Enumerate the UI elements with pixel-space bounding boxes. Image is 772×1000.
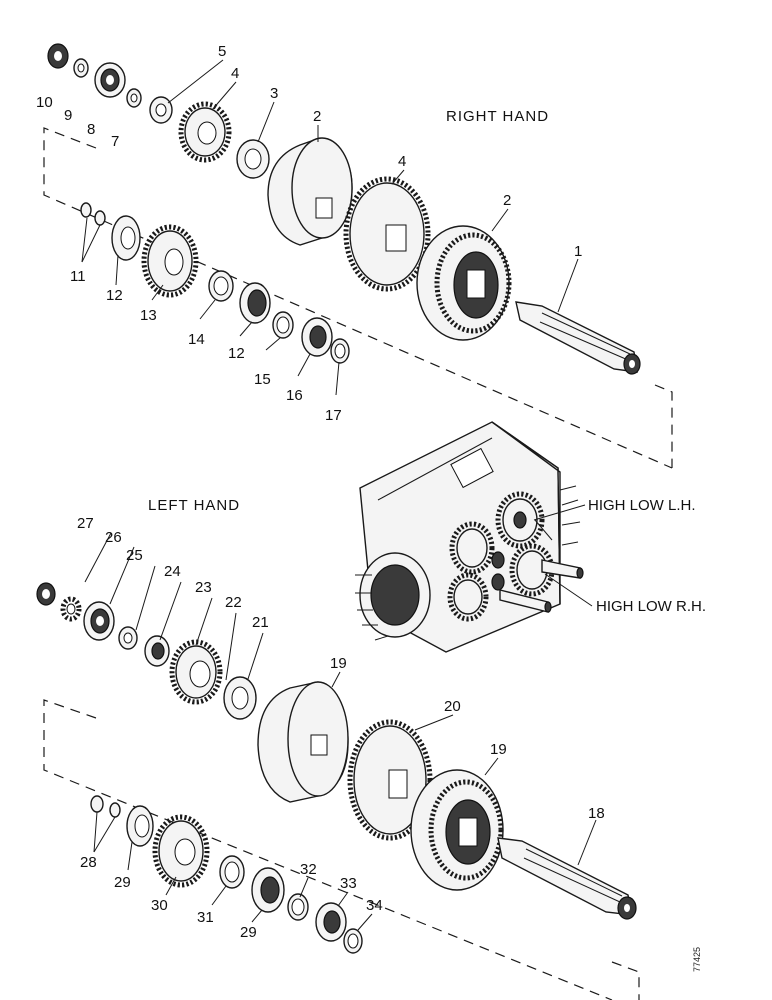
part-9-washer [73, 58, 89, 78]
part-label-16: 16 [286, 387, 303, 404]
part-32-washer [287, 893, 309, 921]
part-13-gear [141, 224, 199, 298]
part-label-20: 20 [444, 698, 461, 715]
part-8-bearing [94, 62, 126, 98]
gearbox-housing [355, 421, 593, 653]
part-15-washer [272, 311, 294, 339]
right-hand-heading: RIGHT HAND [446, 108, 549, 125]
part-26-lockwasher [60, 596, 82, 622]
part-label-27: 27 [77, 515, 94, 532]
right-hand-assembly [47, 43, 641, 375]
high-low-rh-callout: HIGH LOW R.H. [596, 598, 706, 615]
upper-dashed-guide [43, 127, 673, 469]
part-label-14: 14 [188, 331, 205, 348]
part-label-12b: 12 [228, 345, 245, 362]
left-hand-heading: LEFT HAND [148, 497, 240, 514]
part-label-26: 26 [105, 529, 122, 546]
part-label-25: 25 [126, 547, 143, 564]
part-label-18: 18 [588, 805, 605, 822]
part-29-bearing [126, 805, 154, 847]
reference-number: 77425 [692, 947, 702, 972]
part-6-bush [149, 96, 173, 124]
part-18-shaft [497, 837, 637, 920]
part-label-3: 4 [398, 153, 406, 170]
part-label-4: 3 [270, 85, 278, 102]
part-34-washer [343, 928, 363, 954]
part-33-bearing [315, 902, 347, 942]
part-label-2a: 2 [313, 108, 321, 125]
part-2-drum [267, 137, 353, 246]
part-label-19a: 19 [330, 655, 347, 672]
part-label-21: 21 [252, 614, 269, 631]
part-label-7: 7 [111, 133, 119, 150]
part-4-bush [236, 139, 270, 179]
part-24-spacer [118, 626, 138, 650]
part-label-5: 4 [231, 65, 239, 82]
part-label-15: 15 [254, 371, 271, 388]
part-5-gear [178, 101, 232, 163]
part-label-17: 17 [325, 407, 342, 424]
part-3-gear [343, 176, 431, 292]
part-14-spacer [208, 270, 234, 302]
part-label-22: 22 [225, 594, 242, 611]
part-label-8: 8 [87, 121, 95, 138]
part-25-bearing [83, 601, 115, 641]
part-number-labels: 10 9 8 7 5 4 3 2 4 2 1 11 12 13 14 12 15… [36, 43, 605, 941]
part-label-30: 30 [151, 897, 168, 914]
part-label-13: 13 [140, 307, 157, 324]
part-19-clutch-drum [410, 769, 504, 891]
part-16-bearing [301, 317, 333, 357]
part-30-gear [152, 814, 210, 888]
part-label-11: 11 [70, 268, 86, 285]
part-29-bearing-2 [251, 867, 285, 913]
part-27-nut [36, 582, 56, 606]
part-22-gear [169, 639, 223, 705]
leader-lines [81, 59, 597, 931]
part-label-31: 31 [197, 909, 214, 926]
part-label-29b: 29 [240, 924, 257, 941]
part-label-29a: 29 [114, 874, 131, 891]
part-label-23: 23 [195, 579, 212, 596]
part-12-bearing [111, 215, 141, 261]
part-label-19b: 19 [490, 741, 507, 758]
part-7-spacer [126, 88, 142, 108]
part-label-1: 1 [574, 243, 582, 260]
part-10-nut [47, 43, 69, 69]
part-31-spacer [219, 855, 245, 889]
part-label-28: 28 [80, 854, 97, 871]
part-11-circlips [80, 202, 106, 226]
high-low-lh-callout: HIGH LOW L.H. [588, 497, 696, 514]
part-19-drum [257, 681, 349, 803]
part-label-24: 24 [164, 563, 181, 580]
part-label-6: 5 [218, 43, 226, 60]
part-label-34: 34 [366, 897, 383, 914]
part-20-gear [347, 719, 433, 841]
part-label-10: 10 [36, 94, 53, 111]
part-12-bearing-2 [239, 282, 271, 324]
part-label-12a: 12 [106, 287, 123, 304]
part-label-33: 33 [340, 875, 357, 892]
part-1-shaft [515, 301, 641, 375]
part-2-clutch-drum [416, 225, 512, 341]
part-28-circlips [90, 795, 121, 818]
part-17-washer [330, 338, 350, 364]
part-label-32: 32 [300, 861, 317, 878]
part-21-bush [223, 676, 257, 720]
part-label-9: 9 [64, 107, 72, 124]
lower-dashed-guide [43, 699, 640, 1000]
left-hand-assembly [36, 582, 637, 954]
part-23-bush [144, 635, 170, 667]
part-label-2b: 2 [503, 192, 511, 209]
